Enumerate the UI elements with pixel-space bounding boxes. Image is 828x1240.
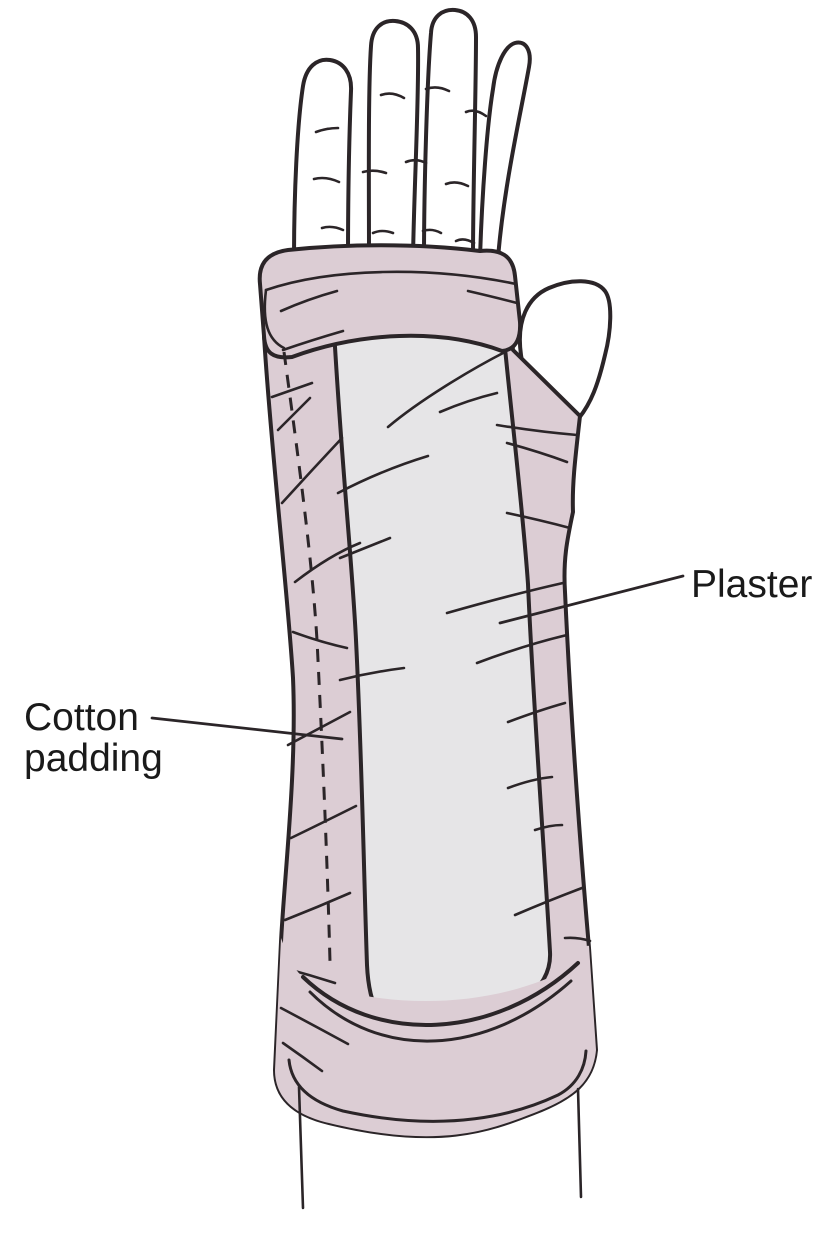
crease xyxy=(464,109,488,118)
cuff-rolled-edge-line xyxy=(264,270,518,292)
texture-stroke xyxy=(291,630,349,650)
crease xyxy=(312,176,341,184)
texture-stroke xyxy=(276,396,312,432)
texture-stroke xyxy=(386,350,507,429)
cuff-texture xyxy=(279,289,339,313)
texture-stroke xyxy=(279,1006,350,1046)
cotton-padding-leader-line xyxy=(150,716,344,741)
crease xyxy=(444,181,470,188)
hand xyxy=(292,7,532,266)
texture-stroke xyxy=(438,391,499,414)
texture-stroke xyxy=(506,701,567,724)
texture-stroke xyxy=(270,381,314,399)
bottom-cuff-rim-line xyxy=(301,961,580,1027)
cotton-padding-label-line2: padding xyxy=(24,737,163,780)
texture-stroke xyxy=(286,710,352,747)
crease xyxy=(454,238,476,245)
crease xyxy=(314,126,340,134)
finger-2 xyxy=(366,18,421,260)
texture-stroke xyxy=(283,891,352,922)
texture-stroke xyxy=(280,436,344,505)
padding-dashed-edge xyxy=(282,351,332,963)
plaster-label: Plaster xyxy=(691,563,812,606)
bottom-cuff-band xyxy=(275,938,596,1137)
finger-3 xyxy=(422,7,478,260)
texture-stroke xyxy=(563,936,592,943)
bottom-cuff-rim-inner-line xyxy=(308,979,573,1043)
top-cuff xyxy=(257,243,523,360)
finger-1 xyxy=(292,57,354,262)
crease xyxy=(371,229,395,235)
texture-stroke xyxy=(338,666,406,682)
cuff-corner-fold-line xyxy=(263,288,286,350)
bottom-cuff-lower-fold-line xyxy=(287,1049,588,1123)
texture-stroke xyxy=(445,581,565,615)
finger-4 xyxy=(478,40,532,260)
cotton-padding-label-line1: Cotton xyxy=(24,696,139,739)
bottom-cuff xyxy=(275,938,596,1137)
texture-stroke xyxy=(533,823,564,832)
cuff-texture xyxy=(281,329,345,352)
texture-stroke xyxy=(505,441,569,464)
forearm-line-right xyxy=(576,1087,583,1199)
crease xyxy=(424,86,451,93)
texture-stroke xyxy=(336,454,430,495)
texture-stroke xyxy=(338,536,392,560)
texture-stroke xyxy=(475,633,569,665)
texture-lines-left-padding xyxy=(270,381,362,985)
crease xyxy=(421,228,443,235)
crease xyxy=(404,158,428,165)
texture-stroke xyxy=(289,804,358,840)
texture-stroke xyxy=(293,541,362,584)
forearm-line-left xyxy=(297,1085,305,1210)
texture-stroke xyxy=(495,423,579,437)
plaster-leader-line xyxy=(498,574,685,625)
texture-stroke xyxy=(281,1041,324,1073)
cuff-texture xyxy=(466,289,519,305)
texture-stroke xyxy=(506,775,554,790)
crease xyxy=(320,225,345,232)
texture-stroke xyxy=(505,511,572,530)
texture-stroke xyxy=(513,886,584,917)
crease xyxy=(379,92,406,100)
knuckle-creases xyxy=(312,86,488,245)
crease xyxy=(361,169,388,175)
top-cuff-band xyxy=(257,243,523,360)
